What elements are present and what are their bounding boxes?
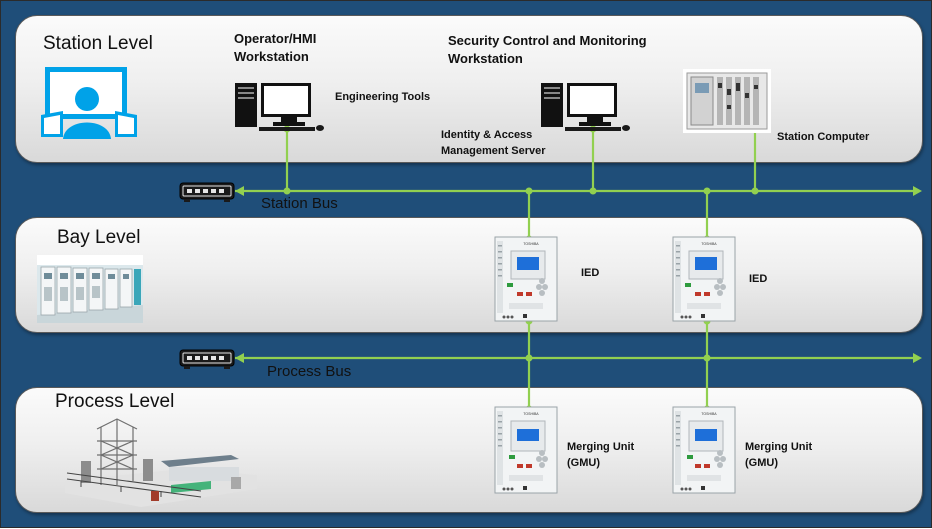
- ied-2-label: IED: [749, 273, 768, 285]
- bay-level-panel: [15, 217, 923, 333]
- security-label-line2: Workstation: [448, 51, 523, 66]
- network-switch-icon: [179, 182, 235, 202]
- operator-workstation-label: Operator/HMI Workstation: [234, 30, 316, 66]
- protection-relay-icon: TOSHIBA: [672, 406, 736, 494]
- hmi-operator-icon: [41, 67, 137, 139]
- process-bus-arrow-left: [235, 353, 244, 363]
- node-operator-bus: [283, 187, 291, 195]
- operator-label-line2: Workstation: [234, 49, 309, 64]
- network-switch-icon: [179, 349, 235, 369]
- station-bus-label: Station Bus: [261, 195, 338, 212]
- station-bus-arrow: [913, 186, 922, 196]
- rack-computer-icon: [683, 69, 771, 133]
- svg-text:TOSHIBA: TOSHIBA: [701, 242, 717, 246]
- svg-text:TOSHIBA: TOSHIBA: [701, 412, 717, 416]
- station-bus-arrow-left: [235, 186, 244, 196]
- station-level-title: Station Level: [43, 33, 153, 54]
- desktop-computer-icon: [235, 83, 324, 131]
- node-ied2-process: [703, 354, 711, 362]
- process-bus-arrow: [913, 353, 922, 363]
- ied-1-label: IED: [581, 267, 600, 279]
- security-label-line1: Security Control and Monitoring: [448, 33, 647, 48]
- identity-label-line2: Management Server: [441, 145, 546, 157]
- security-workstation-label: Security Control and Monitoring Workstat…: [448, 32, 647, 68]
- svg-text:TOSHIBA: TOSHIBA: [523, 242, 539, 246]
- process-level-title: Process Level: [55, 391, 175, 412]
- node-stationpc-bus: [751, 187, 759, 195]
- protection-relay-icon: TOSHIBA: [672, 236, 736, 322]
- protection-relay-icon: TOSHIBA: [494, 406, 558, 494]
- station-computer-label: Station Computer: [777, 131, 870, 143]
- mu2-label-line1: Merging Unit: [745, 441, 813, 453]
- merging-unit-1-label: Merging Unit (GMU): [567, 439, 634, 471]
- station-level-panel: [15, 15, 923, 163]
- identity-server-label: Identity & Access Management Server: [441, 127, 546, 159]
- switchgear-photo: [37, 255, 143, 323]
- identity-label-line1: Identity & Access: [441, 129, 533, 141]
- protection-relay-icon: TOSHIBA: [494, 236, 558, 322]
- desktop-computer-icon: [541, 83, 630, 131]
- mu1-label-line2: (GMU): [567, 457, 600, 469]
- mu2-label-line2: (GMU): [745, 457, 778, 469]
- node-ied1-station: [525, 187, 533, 195]
- bay-level-title: Bay Level: [57, 227, 141, 248]
- node-ied2-station: [703, 187, 711, 195]
- mu1-label-line1: Merging Unit: [567, 441, 635, 453]
- svg-text:TOSHIBA: TOSHIBA: [523, 412, 539, 416]
- node-ied1-process: [525, 354, 533, 362]
- process-bus-label: Process Bus: [267, 363, 352, 380]
- merging-unit-2-label: Merging Unit (GMU): [745, 439, 812, 471]
- engineering-tools-label: Engineering Tools: [335, 91, 431, 103]
- operator-label-line1: Operator/HMI: [234, 31, 317, 46]
- substation-photo: [65, 418, 257, 507]
- node-security-bus: [589, 187, 597, 195]
